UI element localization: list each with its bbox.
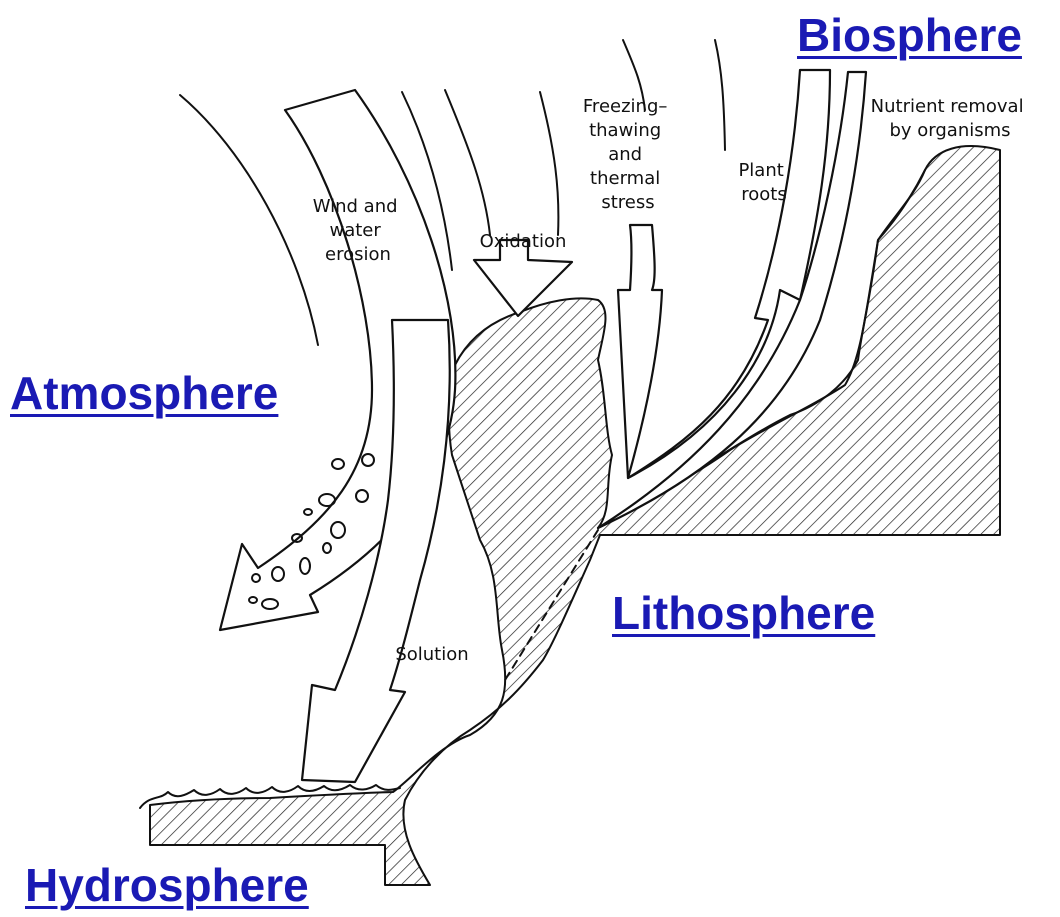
- nutrient-removal-label: Nutrient removal by organisms: [871, 96, 1030, 141]
- wind-water-line-1: Wind and: [313, 196, 398, 217]
- hydrosphere-label: Hydrosphere: [25, 862, 309, 908]
- freezing-line-5: stress: [601, 192, 654, 213]
- freezing-line-3: and: [608, 144, 642, 165]
- freezing-line-1: Freezing–: [583, 96, 667, 117]
- oxidation-label: Oxidation: [480, 231, 567, 252]
- freezing-label: Freezing– thawing and thermal stress: [583, 96, 673, 213]
- guide-line-1: [180, 95, 318, 345]
- freezing-line-4: thermal: [590, 168, 660, 189]
- rock-mass: [150, 146, 1000, 885]
- plant-roots-label: Plant roots: [738, 160, 789, 205]
- solution-line-1: Solution: [395, 644, 468, 665]
- freezing-line-2: thawing: [589, 120, 661, 141]
- guide-line-4: [540, 92, 558, 235]
- wind-water-line-3: erosion: [325, 244, 391, 265]
- atmosphere-label: Atmosphere: [10, 370, 278, 416]
- guide-line-6: [715, 40, 725, 150]
- lithosphere-label: Lithosphere: [612, 590, 875, 636]
- guide-line-3: [445, 90, 490, 235]
- oxidation-line-1: Oxidation: [480, 231, 567, 252]
- biosphere-label: Biosphere: [797, 12, 1022, 58]
- solution-label: Solution: [395, 644, 468, 665]
- plant-roots-line-2: roots: [741, 184, 786, 205]
- nutrient-line-1: Nutrient removal: [871, 96, 1024, 117]
- plant-roots-line-1: Plant: [738, 160, 783, 181]
- nutrient-line-2: by organisms: [889, 120, 1010, 141]
- wind-water-line-2: water: [329, 220, 381, 241]
- freezing-arrow: [618, 225, 662, 478]
